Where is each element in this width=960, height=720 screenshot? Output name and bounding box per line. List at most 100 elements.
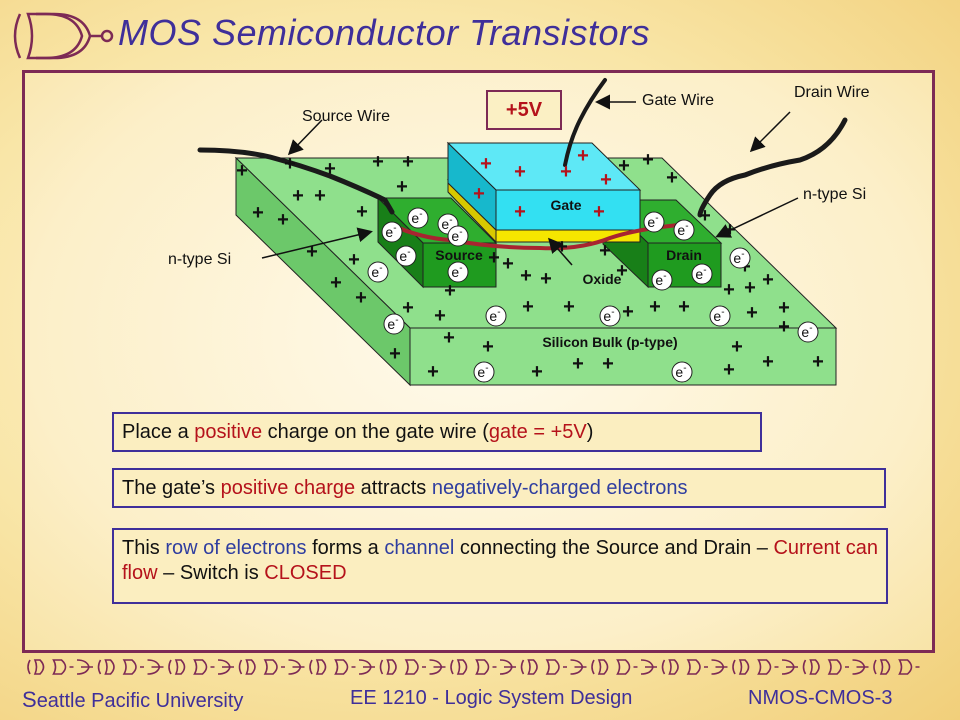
electron: e- <box>673 219 695 241</box>
plus-charge: + <box>556 236 568 258</box>
plus-charge: + <box>324 158 336 180</box>
plus-charge: + <box>678 296 690 318</box>
gate-plus-charge: + <box>480 153 492 175</box>
plus-charge: + <box>236 160 248 182</box>
svg-text:e-: e- <box>399 247 410 264</box>
plus-charge: + <box>314 185 326 207</box>
gate-plus-charge: + <box>593 201 605 223</box>
plus-charge: + <box>649 296 661 318</box>
gate-plus-charge: + <box>514 201 526 223</box>
plus-charge: + <box>402 297 414 319</box>
electron: e- <box>651 269 673 291</box>
n-type-left-label: n-type Si <box>168 251 232 268</box>
note1-text-positive: positive <box>194 421 263 443</box>
drain-label: Drain <box>666 247 702 263</box>
plus-charge: + <box>372 151 384 173</box>
plus-charge: + <box>488 247 500 269</box>
plus-charge: + <box>306 241 318 263</box>
note-channel-forms: This row of electrons forms a channel co… <box>112 528 888 604</box>
plus-charge: + <box>356 201 368 223</box>
electron: e- <box>447 225 469 247</box>
gate-wire <box>563 78 607 167</box>
svg-text:e-: e- <box>411 209 422 226</box>
note3-text-a: This <box>122 537 166 559</box>
plus-charge: + <box>502 253 514 275</box>
source-wire <box>197 147 395 215</box>
channel-electrons-path <box>390 222 692 251</box>
electron: e- <box>447 261 469 283</box>
svg-text:e-: e- <box>441 215 452 232</box>
gate-plus-charge: + <box>473 183 485 205</box>
note2-text-positive-charge: positive charge <box>220 477 356 499</box>
svg-text:e-: e- <box>655 271 666 288</box>
plus-charge: + <box>699 205 711 227</box>
electron: e- <box>599 305 621 327</box>
plus-charge: + <box>724 219 736 241</box>
plus-charge: + <box>427 361 439 383</box>
plus-charge: + <box>434 305 446 327</box>
plus-charge: + <box>572 353 584 375</box>
note-positive-charge: Place a positive charge on the gate wire… <box>112 412 762 452</box>
note1-text-c: ) <box>586 421 594 443</box>
electrons: e-e-e-e-e-e-e-e-e-e-e-e-e-e-e-e-e-e-e- <box>367 207 819 383</box>
svg-text:e-: e- <box>713 307 724 324</box>
gate-positive-charges: ++++++++ <box>473 145 612 223</box>
plus-charge: + <box>618 155 630 177</box>
electron: e- <box>729 247 751 269</box>
plus-charge: + <box>812 351 824 373</box>
plus-charge: + <box>330 272 342 294</box>
drain-wire <box>697 117 848 218</box>
source-label: Source <box>435 247 483 263</box>
plus-charge: + <box>744 277 756 299</box>
note3-text-b: forms a <box>306 537 385 559</box>
note3-text-d: – Switch is <box>157 562 265 584</box>
plus-charge: + <box>348 249 360 271</box>
plus-charge: + <box>540 268 552 290</box>
plus-charge: + <box>482 336 494 358</box>
svg-text:e-: e- <box>675 363 686 380</box>
plus-charge: + <box>389 343 401 365</box>
oxide-label: Oxide <box>583 271 622 287</box>
drain-wire-label: Drain Wire <box>794 84 870 101</box>
footer-university-name: eattle Pacific University <box>36 690 244 712</box>
plus-charge: + <box>292 185 304 207</box>
plus-charge: + <box>531 361 543 383</box>
electron: e- <box>395 245 417 267</box>
gate-plus-charge: + <box>560 161 572 183</box>
plus-charge: + <box>723 359 735 381</box>
electron: e- <box>381 221 403 243</box>
electron: e- <box>671 361 693 383</box>
plus-charge: + <box>746 302 758 324</box>
university-logo-icon <box>13 12 114 60</box>
plus-charge: + <box>599 240 611 262</box>
svg-text:e-: e- <box>387 315 398 332</box>
svg-text:e-: e- <box>677 221 688 238</box>
plus-charge: + <box>520 265 532 287</box>
footer-decoration <box>27 659 920 675</box>
plus-charge: + <box>602 353 614 375</box>
note3-text-current: Current can flow <box>122 537 878 584</box>
svg-text:e-: e- <box>371 263 382 280</box>
plus-charge: + <box>778 297 790 319</box>
plus-charge: + <box>642 149 654 171</box>
electron: e- <box>407 207 429 229</box>
plus-charge: + <box>396 176 408 198</box>
electron: e- <box>485 305 507 327</box>
electron: e- <box>473 361 495 383</box>
n-type-right-label: n-type Si <box>803 186 867 203</box>
footer-page-number: NMOS-CMOS-3 <box>748 687 893 709</box>
gate-label: Gate <box>550 197 581 213</box>
plus-charge: + <box>402 151 414 173</box>
electron: e- <box>367 261 389 283</box>
electron: e- <box>691 263 713 285</box>
bulk-label: Silicon Bulk (p-type) <box>542 334 677 350</box>
note3-text-closed: CLOSED <box>264 562 347 584</box>
gate-plus-charge: + <box>600 169 612 191</box>
svg-text:e-: e- <box>477 363 488 380</box>
source-wire-label: Source Wire <box>302 108 391 125</box>
plus-charge: + <box>778 316 790 338</box>
note-attracts-electrons: The gate’s positive charge attracts nega… <box>112 468 886 508</box>
plus-charge: + <box>616 260 628 282</box>
svg-text:e-: e- <box>695 265 706 282</box>
